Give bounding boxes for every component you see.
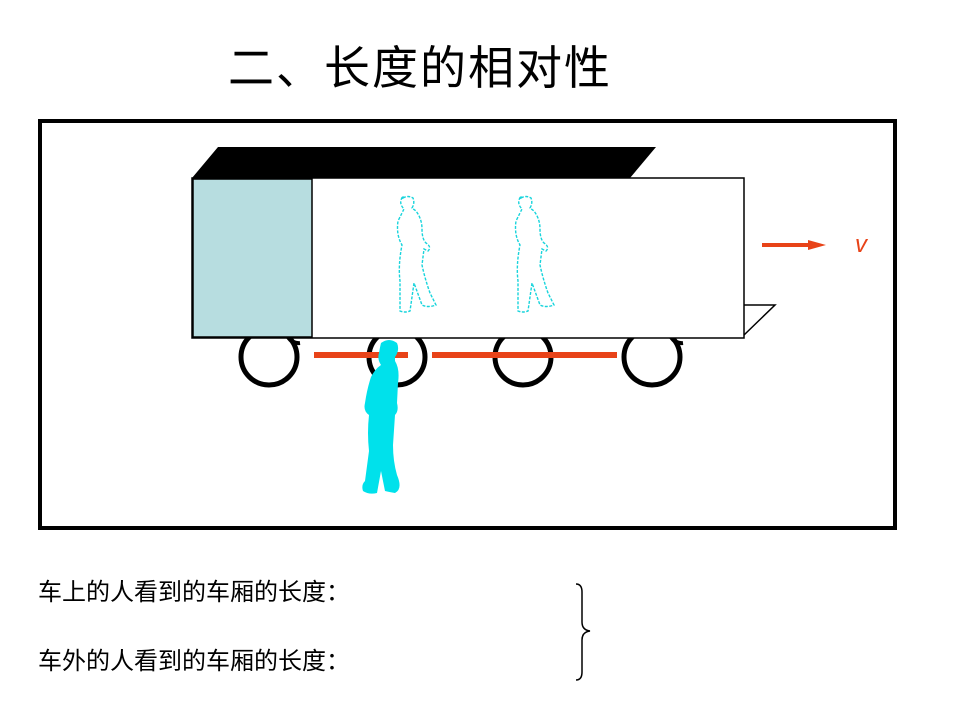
diagram-frame (38, 119, 897, 530)
carriage-roof (192, 147, 656, 178)
passenger-outline-icon-2 (514, 193, 555, 313)
arrow-right-icon (762, 240, 826, 250)
slide-title: 二、长度的相对性 (228, 41, 612, 95)
right-brace-icon (575, 583, 591, 681)
carriage-cab (192, 178, 313, 338)
passenger-outline-icon-1 (396, 193, 437, 313)
velocity-label: v (855, 231, 869, 258)
caption-inside-observer: 车上的人看到的车厢的长度： (38, 578, 350, 606)
caption-outside-observer: 车外的人看到的车厢的长度： (38, 647, 350, 675)
person-silhouette-icon (362, 340, 400, 494)
carriage-rear-edge (743, 304, 777, 336)
